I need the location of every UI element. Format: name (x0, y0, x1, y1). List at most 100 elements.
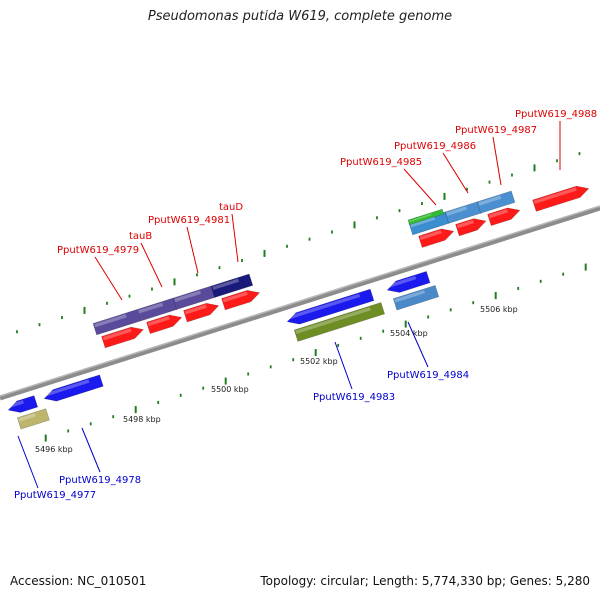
label-pputw619-4978[interactable]: PputW619_4978 (59, 475, 141, 486)
cds-red-4-gloss (222, 291, 248, 303)
cds-blue-3[interactable] (285, 288, 375, 327)
gene-pputw619-4987-gloss (478, 195, 502, 206)
cds-red-7[interactable] (487, 205, 522, 227)
gene-pputw619-4979-shape (92, 309, 141, 336)
kbp-label: 5498 kbp (123, 415, 161, 424)
cds-blue-4[interactable] (385, 270, 431, 295)
gene-pputw619-4985-gloss (410, 216, 436, 228)
label-pputw619-4986-leader (442, 152, 469, 194)
gene-pputw619-4987-shape (476, 190, 516, 214)
kbp-label: 5504 kbp (390, 329, 428, 338)
cds-red-8-gloss (533, 187, 577, 204)
cds-red-1[interactable] (101, 324, 146, 349)
label-pputw619-4987[interactable]: PputW619_4987 (455, 125, 537, 136)
label-pputw619-4985-leader (403, 168, 437, 206)
gene-pputw619-4983-gloss (295, 307, 371, 334)
cds-red-2-gloss (147, 316, 170, 327)
gene-pputw619-4984[interactable] (392, 284, 440, 311)
gene-features (6, 183, 591, 430)
label-pputw619-4979-leader (94, 256, 123, 301)
cds-blue-2-gloss (43, 379, 90, 397)
cds-blue-1-shape (7, 395, 39, 413)
cds-red-4-shape (221, 290, 261, 311)
gene-pputw619-4979[interactable] (92, 309, 141, 336)
gene-pputw619-4987[interactable] (476, 190, 516, 214)
label-taub[interactable]: tauB (129, 231, 152, 242)
gene-pputw619-4977-shape (16, 408, 50, 430)
label-taud[interactable]: tauD (219, 202, 243, 213)
genome-title: Pseudomonas putida W619, complete genome (147, 9, 453, 24)
gene-pputw619-4984-gloss (394, 289, 426, 303)
cds-red-7-shape (487, 207, 521, 227)
cds-red-5-shape (418, 228, 455, 248)
kbp-label: 5502 kbp (300, 357, 338, 366)
label-pputw619-4983-leader (334, 341, 353, 390)
label-taud-leader (231, 213, 239, 263)
label-pputw619-4984-leader (407, 321, 429, 368)
cds-blue-4-gloss (386, 275, 417, 289)
gene-green-element-shape (407, 208, 445, 226)
gene-green-element-gloss (409, 213, 432, 223)
gene-pputw619-4977[interactable] (16, 408, 50, 430)
label-pputw619-4984[interactable]: PputW619_4984 (387, 370, 469, 381)
gene-green-element[interactable] (407, 208, 445, 226)
cds-blue-2-shape (43, 374, 104, 402)
label-pputw619-4977[interactable]: PputW619_4977 (14, 490, 96, 501)
cds-blue-2[interactable] (42, 374, 104, 405)
cds-red-6[interactable] (455, 215, 488, 237)
gene-callouts: PputW619_4979 tauB PputW619_4981 tauD PputW6… (14, 109, 597, 501)
cds-blue-1[interactable] (6, 395, 39, 416)
cds-blue-4-shape (386, 270, 431, 293)
gene-pputw619-4984-shape (392, 284, 440, 311)
cds-red-2[interactable] (146, 312, 184, 335)
label-pputw619-4979[interactable]: PputW619_4979 (57, 245, 139, 256)
label-pputw619-4977-leader (17, 435, 39, 489)
cds-red-1-gloss (102, 328, 132, 341)
cds-red-5[interactable] (418, 226, 456, 248)
cds-red-1-shape (101, 326, 144, 349)
gene-taud-shape (210, 273, 254, 298)
cds-red-5-gloss (419, 230, 442, 240)
label-pputw619-4983[interactable]: PputW619_4983 (313, 392, 395, 403)
gene-pputw619-4979-gloss (94, 314, 127, 328)
label-pputw619-4986[interactable]: PputW619_4986 (394, 141, 476, 152)
cds-red-8-shape (532, 185, 590, 212)
gene-pputw619-4983-shape (293, 302, 385, 342)
cds-red-8[interactable] (532, 183, 591, 212)
label-taub-leader (140, 242, 163, 288)
cds-blue-3-gloss (286, 293, 361, 320)
kbp-labels: 5496 kbp 5498 kbp 5500 kbp 5502 kbp 5504 kbp… (35, 305, 518, 454)
label-pputw619-4981[interactable]: PputW619_4981 (148, 215, 230, 226)
genome-summary: Topology: circular; Length: 5,774,330 bp… (260, 574, 590, 588)
label-pputw619-4985[interactable]: PputW619_4985 (340, 157, 422, 168)
genome-backbone (0, 205, 600, 401)
gene-taud-gloss (212, 278, 240, 290)
cds-red-3[interactable] (183, 300, 221, 323)
cds-red-6-gloss (456, 219, 475, 229)
cds-blue-1-gloss (7, 400, 24, 409)
cds-red-6-shape (455, 218, 487, 237)
gene-taud[interactable] (210, 273, 254, 298)
kbp-label: 5500 kbp (211, 385, 249, 394)
label-pputw619-4978-leader (81, 427, 101, 473)
genome-backbone-highlight (0, 205, 600, 397)
gene-pputw619-4977-gloss (18, 413, 36, 422)
label-pputw619-4981-leader (186, 226, 199, 274)
cds-red-2-shape (146, 314, 183, 335)
kbp-label: 5506 kbp (480, 305, 518, 314)
cds-blue-3-shape (286, 288, 375, 325)
accession-label: Accession: NC_010501 (10, 574, 147, 588)
gene-pputw619-4983[interactable] (293, 302, 385, 342)
cds-red-4[interactable] (221, 287, 262, 311)
label-pputw619-4988[interactable]: PputW619_4988 (515, 109, 597, 120)
cds-red-3-gloss (184, 304, 207, 315)
gene-pputw619-4986-gloss (446, 206, 468, 216)
gene-pputw619-4981-gloss (174, 290, 202, 302)
gene-taub-gloss (138, 302, 164, 314)
label-pputw619-4987-leader (492, 136, 502, 186)
kbp-label: 5496 kbp (35, 445, 73, 454)
tick-marks (16, 152, 587, 442)
cds-red-3-shape (183, 302, 220, 323)
